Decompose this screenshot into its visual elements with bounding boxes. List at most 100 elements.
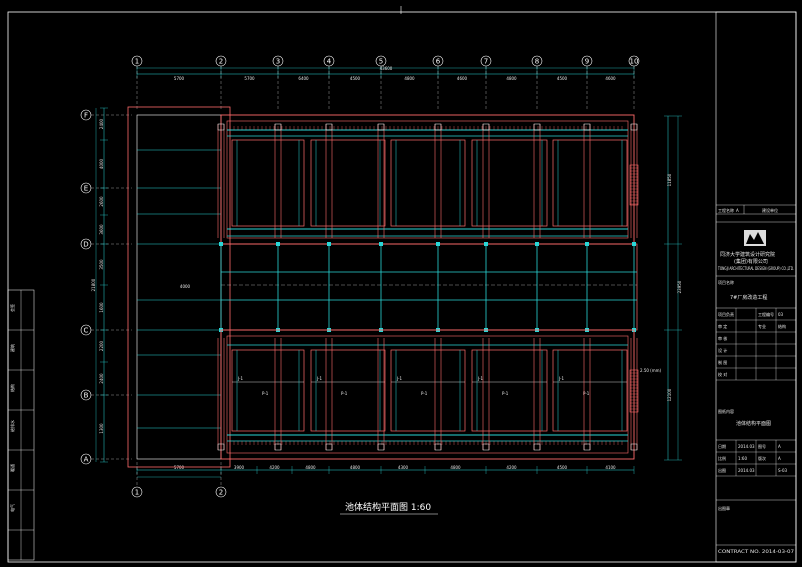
sheet-label: 图纸内容 xyxy=(718,408,734,414)
column xyxy=(434,443,442,451)
dimension-text: 6400 xyxy=(298,76,309,81)
dimension-text: 4800 xyxy=(404,76,415,81)
tb-cell-text: 项目负责 xyxy=(718,311,734,317)
column xyxy=(482,123,490,131)
dimension-text: 11850 xyxy=(667,173,672,186)
dimension-text: 3900 xyxy=(234,465,245,470)
lower-cell xyxy=(390,349,466,432)
axis-label: 6 xyxy=(436,58,441,66)
tb-cell-text: 2014.03 xyxy=(738,444,755,449)
dimension-text: 4500 xyxy=(350,76,361,81)
column xyxy=(533,443,541,451)
column xyxy=(274,123,282,131)
axis-label: 1 xyxy=(135,489,139,497)
corridor-outline xyxy=(127,106,231,468)
strip-label: 给排水 xyxy=(9,420,15,432)
strip-label: 暖通 xyxy=(9,464,15,472)
tb-cell-text: 校 对 xyxy=(718,371,727,377)
callout-text: J-1 xyxy=(237,376,243,381)
tb-cell-text: 制 图 xyxy=(718,359,727,365)
tb-cell-text: 审 核 xyxy=(718,335,727,341)
axis-label: 4 xyxy=(327,58,332,66)
dimension-text: 23950 xyxy=(677,280,682,293)
middle-zone-wall xyxy=(220,243,638,331)
lower-tank-inner-wall xyxy=(226,335,629,454)
callout-text: J-1 xyxy=(316,376,322,381)
tb-cell-text: 结构 xyxy=(778,323,786,329)
strip-label: 结构 xyxy=(9,384,15,392)
institute-logo xyxy=(744,230,766,246)
callout-text: J-1 xyxy=(396,376,402,381)
column-marker xyxy=(484,242,488,246)
tb-top-label: 工程名称 xyxy=(718,207,734,213)
institute-en: TONGJI ARCHITECTURAL DESIGN (GROUP) CO.,… xyxy=(717,266,794,271)
column-marker xyxy=(535,242,539,246)
dimension-text: 4200 xyxy=(506,465,517,470)
axis-label: C xyxy=(84,327,89,335)
tb-footer: CONTRACT NO. 2014-03-07 xyxy=(718,549,795,554)
dimension-text: 1300 xyxy=(99,423,104,434)
stamp-label: 出图章 xyxy=(718,505,730,511)
lower-cell xyxy=(310,349,386,432)
upper-cell xyxy=(390,139,466,227)
tb-cell-text: 审 定 xyxy=(718,323,727,329)
axis-label: E xyxy=(84,185,88,193)
axis-label: A xyxy=(84,456,89,464)
title-block: 工程名称 A 建设单位 同济大学建筑设计研究院 (集团)有限公司 TONGJI … xyxy=(715,11,797,563)
axis-label: 10 xyxy=(630,58,639,66)
upper-cell xyxy=(310,139,386,227)
dimension-text: 4800 xyxy=(450,465,461,470)
lower-cell xyxy=(471,349,548,432)
dimension-text: 4800 xyxy=(305,465,316,470)
axis-label: 9 xyxy=(585,58,589,66)
institute-subname: (集团)有限公司 xyxy=(734,258,768,265)
column xyxy=(482,443,490,451)
axis-label: 2 xyxy=(219,58,223,66)
axis-label: B xyxy=(84,392,89,400)
project-name: 7#厂房改造工程 xyxy=(730,294,767,301)
column xyxy=(377,123,385,131)
callout-text: P-1 xyxy=(341,391,348,396)
tb-cell-text: 设 计 xyxy=(718,347,727,353)
column xyxy=(583,443,591,451)
dimension-text: 1600 xyxy=(99,302,104,313)
upper-tank-inner-wall xyxy=(226,120,629,239)
lower-tank-wall xyxy=(220,329,635,460)
dimension-text: 4800 xyxy=(350,465,361,470)
upper-cell xyxy=(231,139,305,227)
tb-top-label: A xyxy=(736,208,739,213)
tb-cell-text: 比例 xyxy=(718,455,726,461)
column xyxy=(630,443,638,451)
tb-cell-text: 03 xyxy=(778,312,784,317)
axis-label: 1 xyxy=(135,58,139,66)
column xyxy=(217,123,225,131)
overall-dimension-text: 43600 xyxy=(380,66,393,71)
callout-text: P-1 xyxy=(583,391,590,396)
dimension-text: 2200 xyxy=(99,340,104,351)
axis-bubble xyxy=(215,486,227,498)
column-marker xyxy=(219,242,223,246)
dimension-text: 4300 xyxy=(398,465,409,470)
dimension-text: 3600 xyxy=(99,224,104,235)
callout-text: J-1 xyxy=(558,376,564,381)
tb-cell-text: 出图 xyxy=(718,467,726,473)
sheet-name: 池体结构平面图 xyxy=(736,420,771,427)
institute-name: 同济大学建筑设计研究院 xyxy=(720,251,775,258)
tb-cell-text: 日期 xyxy=(718,443,726,449)
column-marker xyxy=(436,242,440,246)
dimension-text: 5700 xyxy=(174,76,185,81)
upper-cell xyxy=(471,139,548,227)
callout-text: 4000 xyxy=(180,284,191,289)
tb-cell-text: S-03 xyxy=(778,468,788,473)
column xyxy=(583,123,591,131)
dimension-text: 12100 xyxy=(667,388,672,401)
overall-dimension-text: 21800 xyxy=(91,278,96,291)
tb-cell-text: 2014.03 xyxy=(738,468,755,473)
tb-cell-text: A xyxy=(778,444,781,449)
upper-stair xyxy=(629,164,639,206)
axis-bubble xyxy=(131,486,143,498)
dimension-text: 5700 xyxy=(174,465,185,470)
